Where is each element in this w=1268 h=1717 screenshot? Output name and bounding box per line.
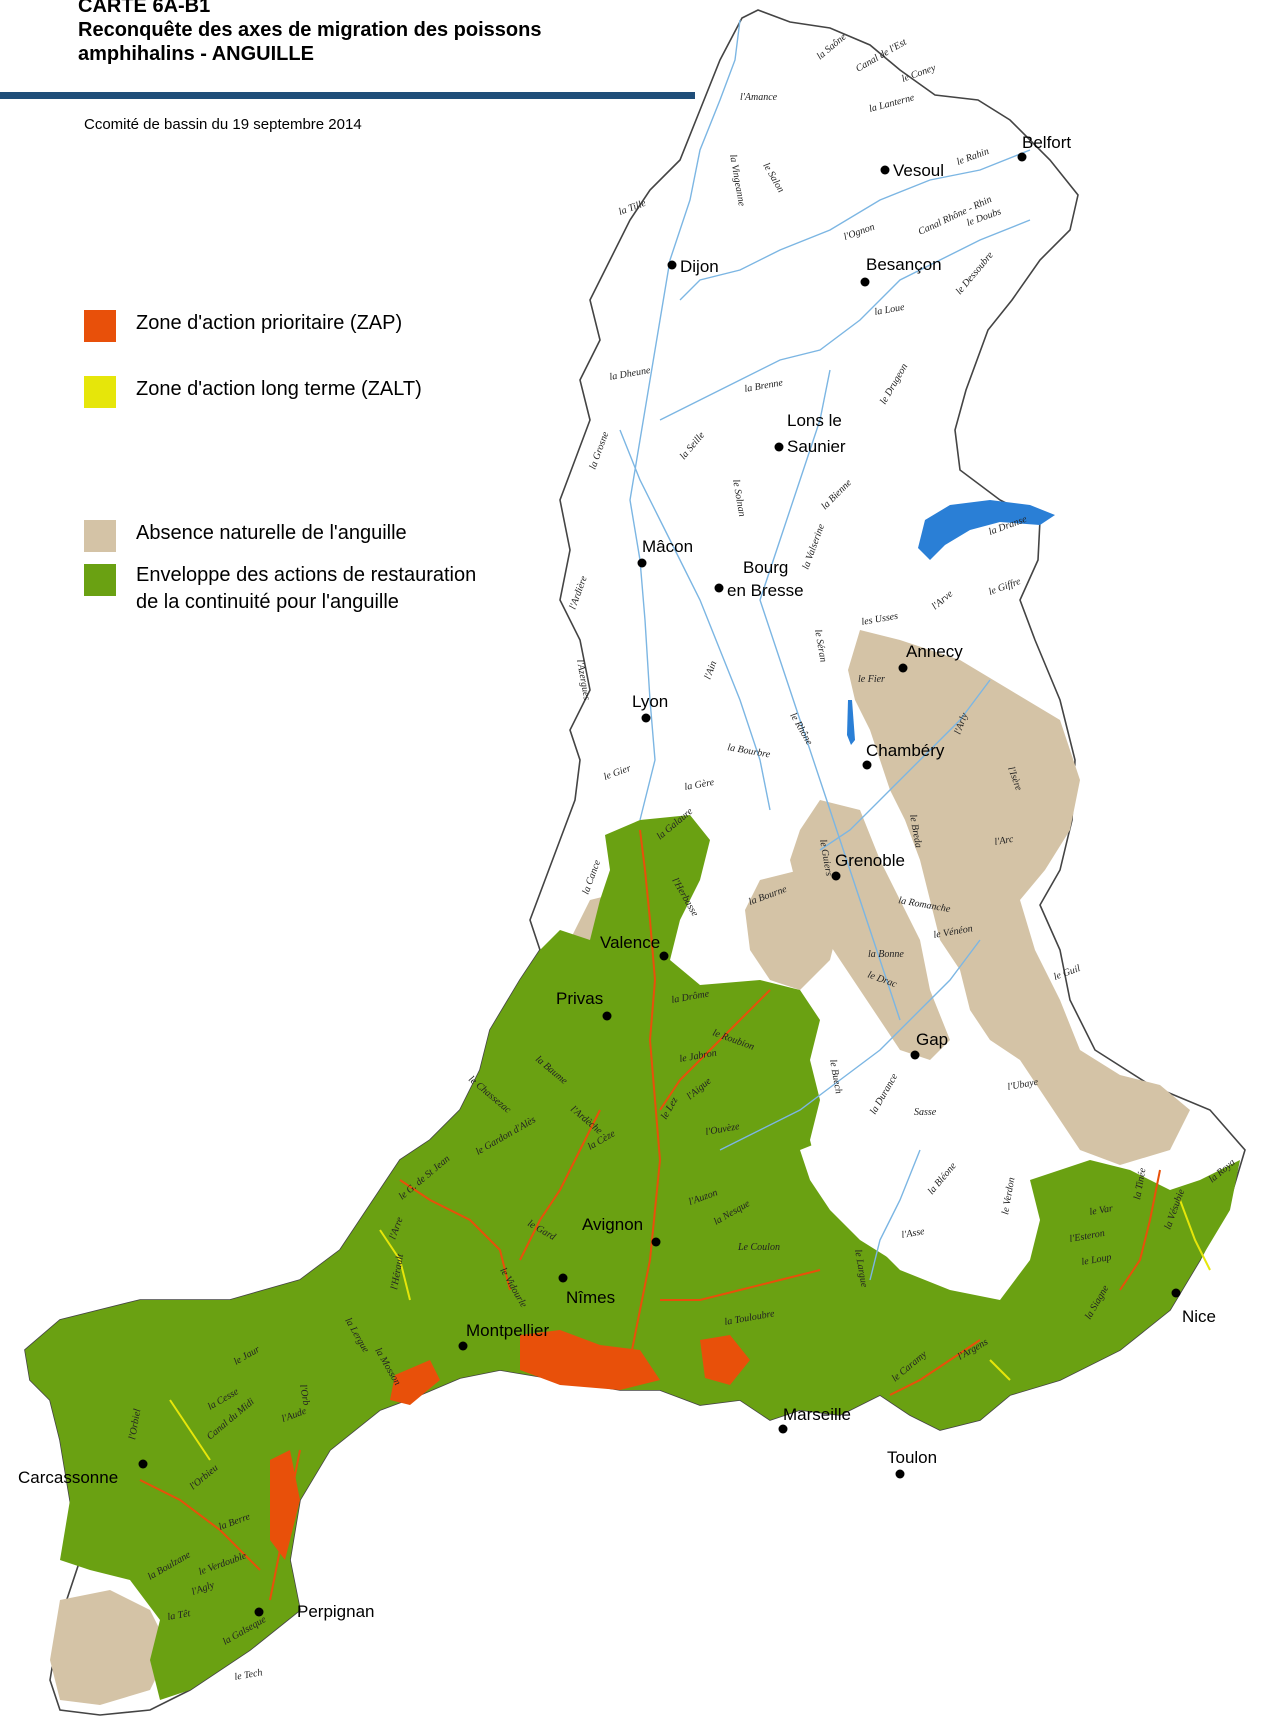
legend-swatch-absence [84, 520, 116, 552]
city-lyon: Lyon [632, 692, 668, 723]
legend-swatch-zalt [84, 376, 116, 408]
city-label: Annecy [906, 642, 963, 661]
zone-absence [848, 630, 1190, 1165]
zap-camargue [520, 1330, 660, 1390]
river-label: l'Orbiel [127, 1408, 143, 1441]
city-label: Valence [600, 933, 660, 952]
legend-label-enveloppe-line1: Enveloppe des actions de restauration [136, 564, 477, 586]
title-rule [0, 92, 695, 99]
city-label: Montpellier [466, 1321, 549, 1340]
city-label: Chambéry [866, 741, 945, 760]
city-label: Dijon [680, 257, 719, 276]
zone-enveloppe [25, 815, 1240, 1700]
city-toulon: Toulon [887, 1448, 937, 1479]
legend-swatch-enveloppe [84, 564, 116, 596]
city-gap: Gap [910, 1030, 948, 1060]
legend-label-absence: Absence naturelle de l'anguille [136, 522, 407, 544]
legend-label-enveloppe-line2: de la continuité pour l'anguille [136, 591, 399, 613]
river-label: Le Coulon [737, 1242, 780, 1253]
zone-absence-pyrenees [50, 1590, 170, 1705]
city-belfort: Belfort [1017, 133, 1071, 162]
city-label: Grenoble [835, 851, 905, 870]
river-label: le Tech [234, 1667, 264, 1683]
river-label: l'Amance [740, 92, 778, 103]
city-lons: Lons le Saunier [774, 411, 846, 456]
lake-bourget [847, 700, 855, 745]
city-label: Belfort [1022, 133, 1071, 152]
city-annecy: Annecy [898, 642, 963, 673]
city-privas: Privas [556, 989, 612, 1021]
river-label: l'Arc [994, 834, 1015, 848]
lake-leman [918, 500, 1055, 560]
city-besancon: Besançon [860, 255, 942, 287]
legend-label-zalt: Zone d'action long terme (ZALT) [136, 378, 422, 400]
city-label: Gap [916, 1030, 948, 1049]
river-label: le Fier [858, 674, 885, 685]
city-label: Toulon [887, 1448, 937, 1467]
city-macon: Mâcon [637, 537, 693, 568]
river-label: la Gère [684, 777, 716, 793]
zone-absence-grenoble [745, 870, 840, 990]
map-title-line1: CARTE 6A-B1 [78, 0, 211, 17]
city-perpignan: Perpignan [254, 1602, 375, 1621]
city-carcassonne: Carcassonne [18, 1459, 148, 1487]
map-title-line3: amphihalins - ANGUILLE [78, 43, 314, 65]
city-label: Vesoul [893, 161, 944, 180]
city-chambery: Chambéry [862, 741, 945, 770]
river-label: l'Asse [901, 1226, 926, 1241]
river-label: la Têt [167, 1608, 192, 1623]
river-label: le Loup [1081, 1252, 1113, 1268]
zone-white-provence [800, 1120, 1030, 1290]
map-title-line2: Reconquête des axes de migration des poi… [78, 19, 542, 41]
river-label: l'Orb [297, 1384, 311, 1407]
city-vesoul: Vesoul [880, 161, 944, 180]
city-nimes: Nîmes [558, 1273, 615, 1307]
river-label: la Loue [874, 302, 906, 318]
city-label: Perpignan [297, 1602, 375, 1621]
city-label: Nîmes [566, 1288, 615, 1307]
city-label: en Bresse [727, 581, 804, 600]
city-bourg: Bourg en Bresse [714, 558, 804, 600]
river-label: Sasse [914, 1107, 937, 1118]
city-label: Privas [556, 989, 603, 1008]
city-label: Lyon [632, 692, 668, 711]
river-label: la Bonne [868, 949, 904, 960]
legend-swatch-zap [84, 310, 116, 342]
river-network [619, 19, 1031, 1281]
city-montpellier: Montpellier [458, 1321, 549, 1351]
legend-label-zap: Zone d'action prioritaire (ZAP) [136, 312, 403, 334]
city-grenoble: Grenoble [831, 851, 905, 881]
zap-perpignan [270, 1450, 300, 1560]
city-label: Lons le [787, 411, 842, 430]
city-label: Avignon [582, 1215, 643, 1234]
city-label: Marseille [783, 1405, 851, 1424]
zalt-rivers [169, 1199, 1211, 1461]
city-nice: Nice [1171, 1288, 1216, 1326]
cities: Belfort Vesoul Dijon Besançon Lons le Sau… [18, 133, 1216, 1621]
river-label: le Coney [900, 62, 937, 85]
map-title: CARTE 6A-B1 Reconquête des axes de migra… [78, 0, 718, 66]
zap-rivers [139, 829, 1161, 1601]
legend-label-enveloppe: Enveloppe des actions de restauration de… [136, 562, 616, 616]
map-subtitle: Ccomité de bassin du 19 septembre 2014 [84, 116, 362, 133]
city-label: Mâcon [642, 537, 693, 556]
city-label: Bourg [743, 558, 788, 577]
zap-thau [390, 1360, 440, 1405]
river-label: l'Ubaye [1007, 1077, 1040, 1093]
city-avignon: Avignon [582, 1215, 661, 1247]
city-label: Nice [1182, 1307, 1216, 1326]
city-label: Besançon [866, 255, 942, 274]
city-valence: Valence [600, 933, 669, 961]
city-marseille: Marseille [778, 1405, 851, 1434]
city-label: Saunier [787, 437, 846, 456]
river-label: le Var [1089, 1203, 1114, 1218]
zap-etang-berre [700, 1335, 750, 1385]
city-dijon: Dijon [667, 257, 719, 276]
city-label: Carcassonne [18, 1468, 118, 1487]
